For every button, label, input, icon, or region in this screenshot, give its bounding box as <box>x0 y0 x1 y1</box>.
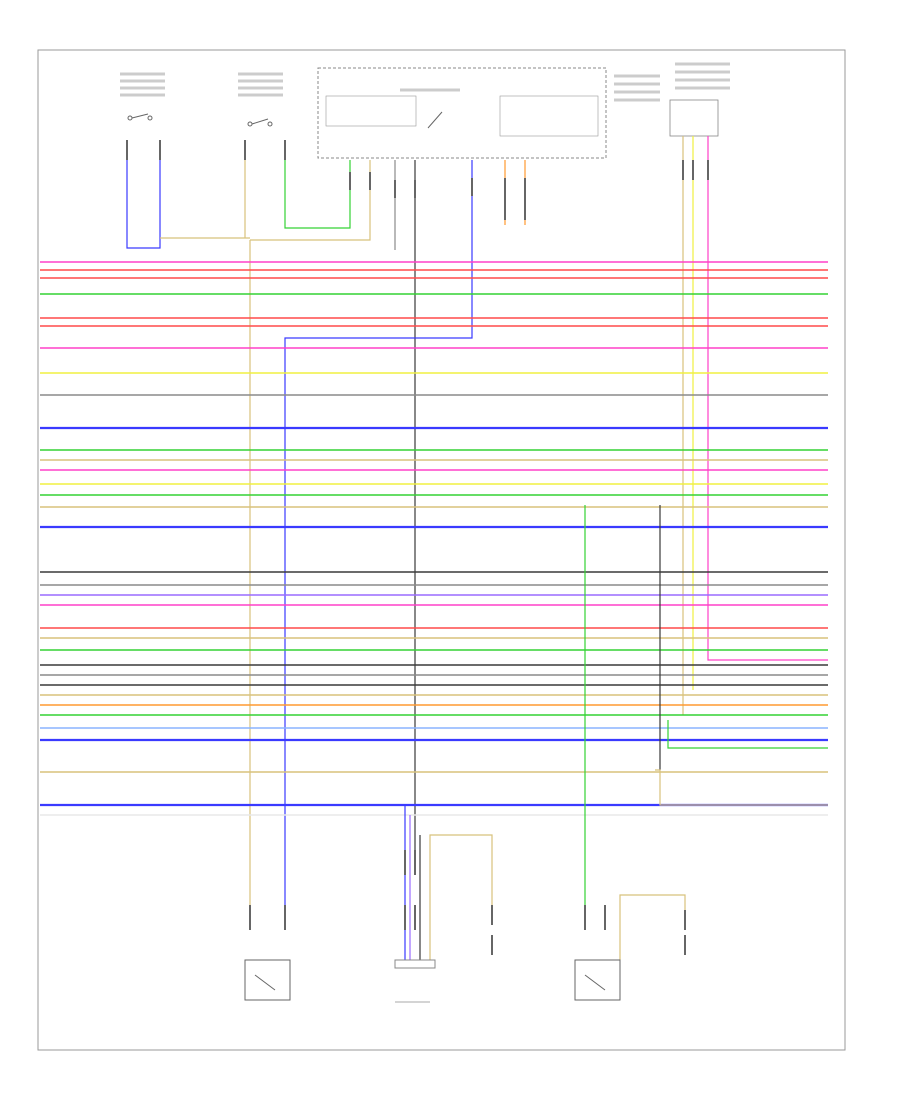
right-door-sensor <box>669 62 730 137</box>
left-rear-door-lock-switch <box>112 70 172 121</box>
bottom-connectors <box>249 850 686 955</box>
bottom-left-switch <box>244 959 291 1001</box>
right-rear-door-lock-switch <box>238 72 283 127</box>
mirror-module <box>614 74 660 102</box>
control-unit <box>317 67 607 159</box>
bottom-right-switch <box>574 959 621 1001</box>
connector-stubs <box>126 140 709 220</box>
bottom-wiring <box>404 505 828 960</box>
bus-wires <box>40 261 828 816</box>
top-feed-wires <box>126 136 828 905</box>
diagram-frame <box>37 49 846 1051</box>
bottom-center-connector <box>394 959 436 1003</box>
